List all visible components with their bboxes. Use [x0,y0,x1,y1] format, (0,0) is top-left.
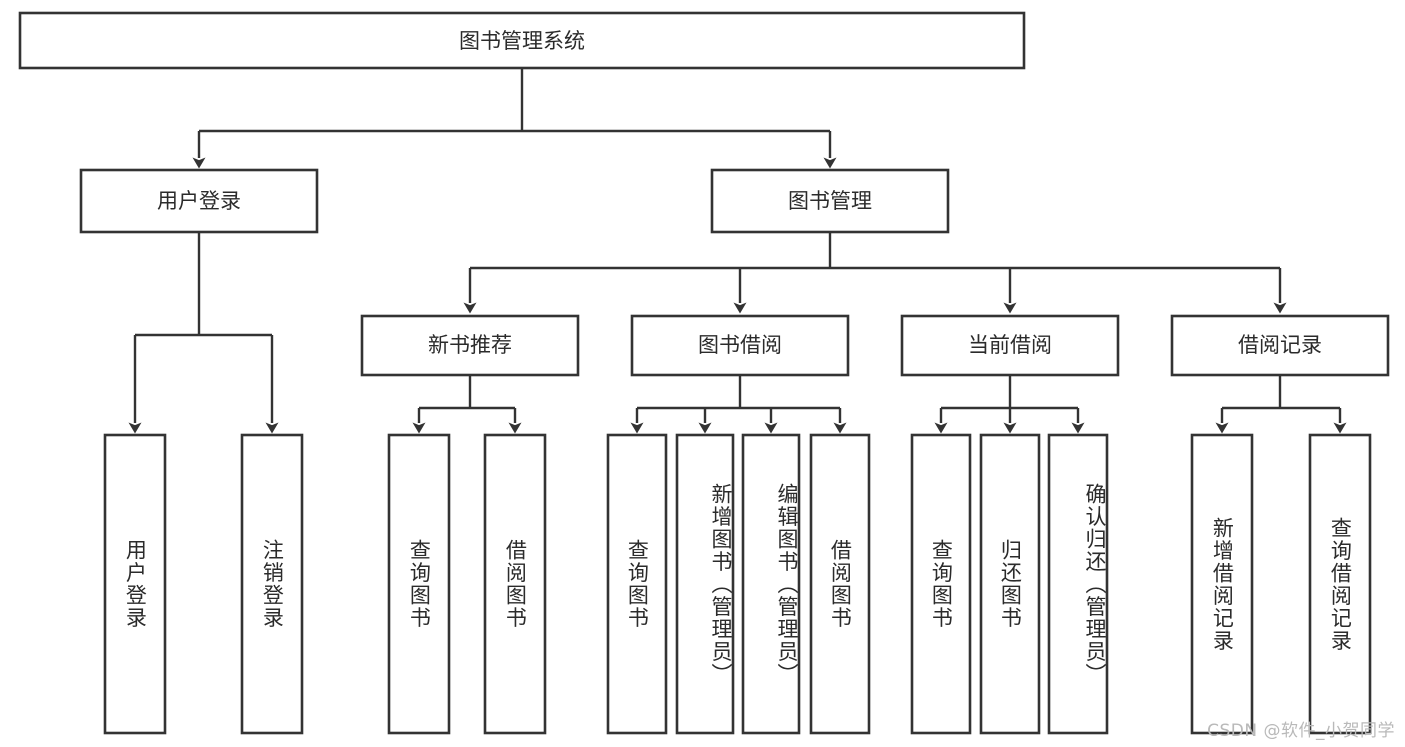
node-new-book-recommend-label: 新书推荐 [428,333,512,357]
node-book-manage-box[interactable] [710,168,950,234]
node-leaf-return-book-box[interactable] [979,433,1041,735]
node-user-login[interactable]: 用户登录 [79,168,319,234]
csdn-watermark: CSDN @软件_小贺同学 [1207,721,1395,741]
node-leaf-query-record-box[interactable] [1308,433,1372,735]
node-leaf-query-book-2-box[interactable] [606,433,668,735]
connectors-root-to-level2 [192,68,837,169]
node-leaf-confirm-return-box[interactable] [1047,433,1109,735]
node-new-book-recommend[interactable]: 新书推荐 [360,314,580,377]
node-current-borrow[interactable]: 当前借阅 [900,314,1120,377]
connectors-user-login-to-leaves [128,232,279,434]
node-user-login-label: 用户登录 [157,189,241,213]
node-leaf-borrow-book-1-box[interactable] [483,433,547,735]
node-leaf-logout-login-box[interactable] [240,433,304,735]
node-leaf-edit-book-box[interactable] [741,433,801,735]
node-leaf-add-record-box[interactable] [1190,433,1254,735]
node-book-borrow-box[interactable] [630,314,850,377]
connectors-book-manage-to-level3 [463,232,1287,314]
node-new-book-recommend-box[interactable] [360,314,580,377]
node-leaf-add-book-box[interactable] [675,433,735,735]
node-leaf-query-book-1-box[interactable] [387,433,451,735]
node-current-borrow-box[interactable] [900,314,1120,377]
node-borrow-record[interactable]: 借阅记录 [1170,314,1390,377]
node-leaf-user-login-box[interactable] [103,433,167,735]
leaf-boxes [103,433,1372,735]
node-leaf-borrow-book-2-box[interactable] [809,433,871,735]
node-root[interactable]: 图书管理系统 [18,11,1026,70]
connectors-new-book-recommend-to-leaves [412,375,522,434]
connectors-borrow-record-to-leaves [1215,375,1347,434]
node-book-borrow[interactable]: 图书借阅 [630,314,850,377]
node-root-box[interactable] [18,11,1026,70]
node-book-manage-label: 图书管理 [788,189,872,213]
node-user-login-box[interactable] [79,168,319,234]
node-borrow-record-box[interactable] [1170,314,1390,377]
node-leaf-query-book-3-box[interactable] [910,433,972,735]
node-book-borrow-label: 图书借阅 [698,333,782,357]
node-borrow-record-label: 借阅记录 [1238,333,1322,357]
node-root-label: 图书管理系统 [459,29,585,53]
node-book-manage[interactable]: 图书管理 [710,168,950,234]
node-current-borrow-label: 当前借阅 [968,333,1052,357]
connectors-book-borrow-to-leaves [630,375,847,434]
connectors-current-borrow-to-leaves [934,375,1085,434]
